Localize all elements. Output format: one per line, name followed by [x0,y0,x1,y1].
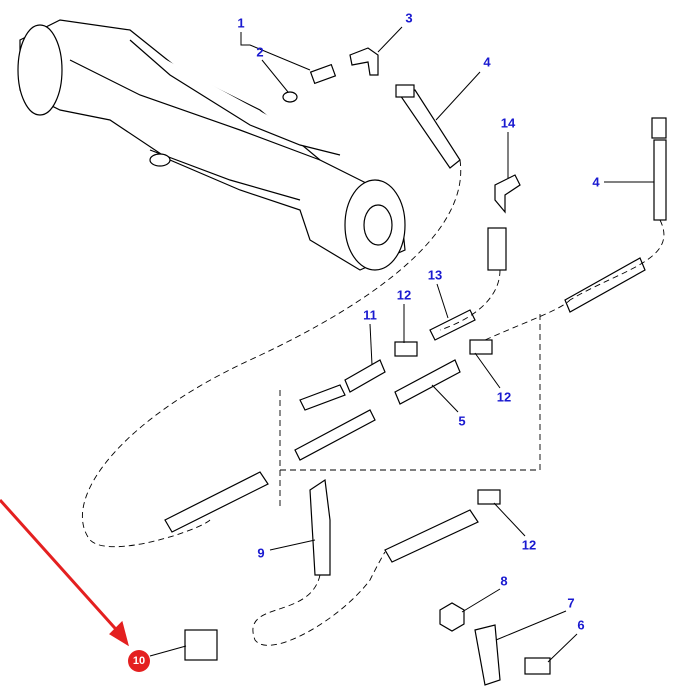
callout-11: 11 [363,307,377,323]
fittings [164,47,667,686]
leader-lines [149,26,654,663]
callout-14: 14 [500,115,516,131]
callout-4-right: 4 [592,174,600,190]
routing-lines [81,159,665,646]
callout-2: 2 [256,44,264,60]
callout-7: 7 [567,595,575,611]
red-arrow [0,498,129,647]
callout-12-top: 12 [396,287,412,303]
callout-3: 3 [405,10,413,26]
callout-12-mid: 12 [496,389,512,405]
callout-1: 1 [237,15,245,31]
callout-5: 5 [458,413,466,429]
callout-12-bottom: 12 [521,537,537,553]
callout-8: 8 [500,573,508,589]
callout-9: 9 [257,545,265,561]
callout-4: 4 [483,54,491,70]
highlight-callout-10: 10 [128,650,150,672]
axle-assembly [17,19,406,271]
callout-6: 6 [577,617,585,633]
callout-13: 13 [427,267,443,283]
